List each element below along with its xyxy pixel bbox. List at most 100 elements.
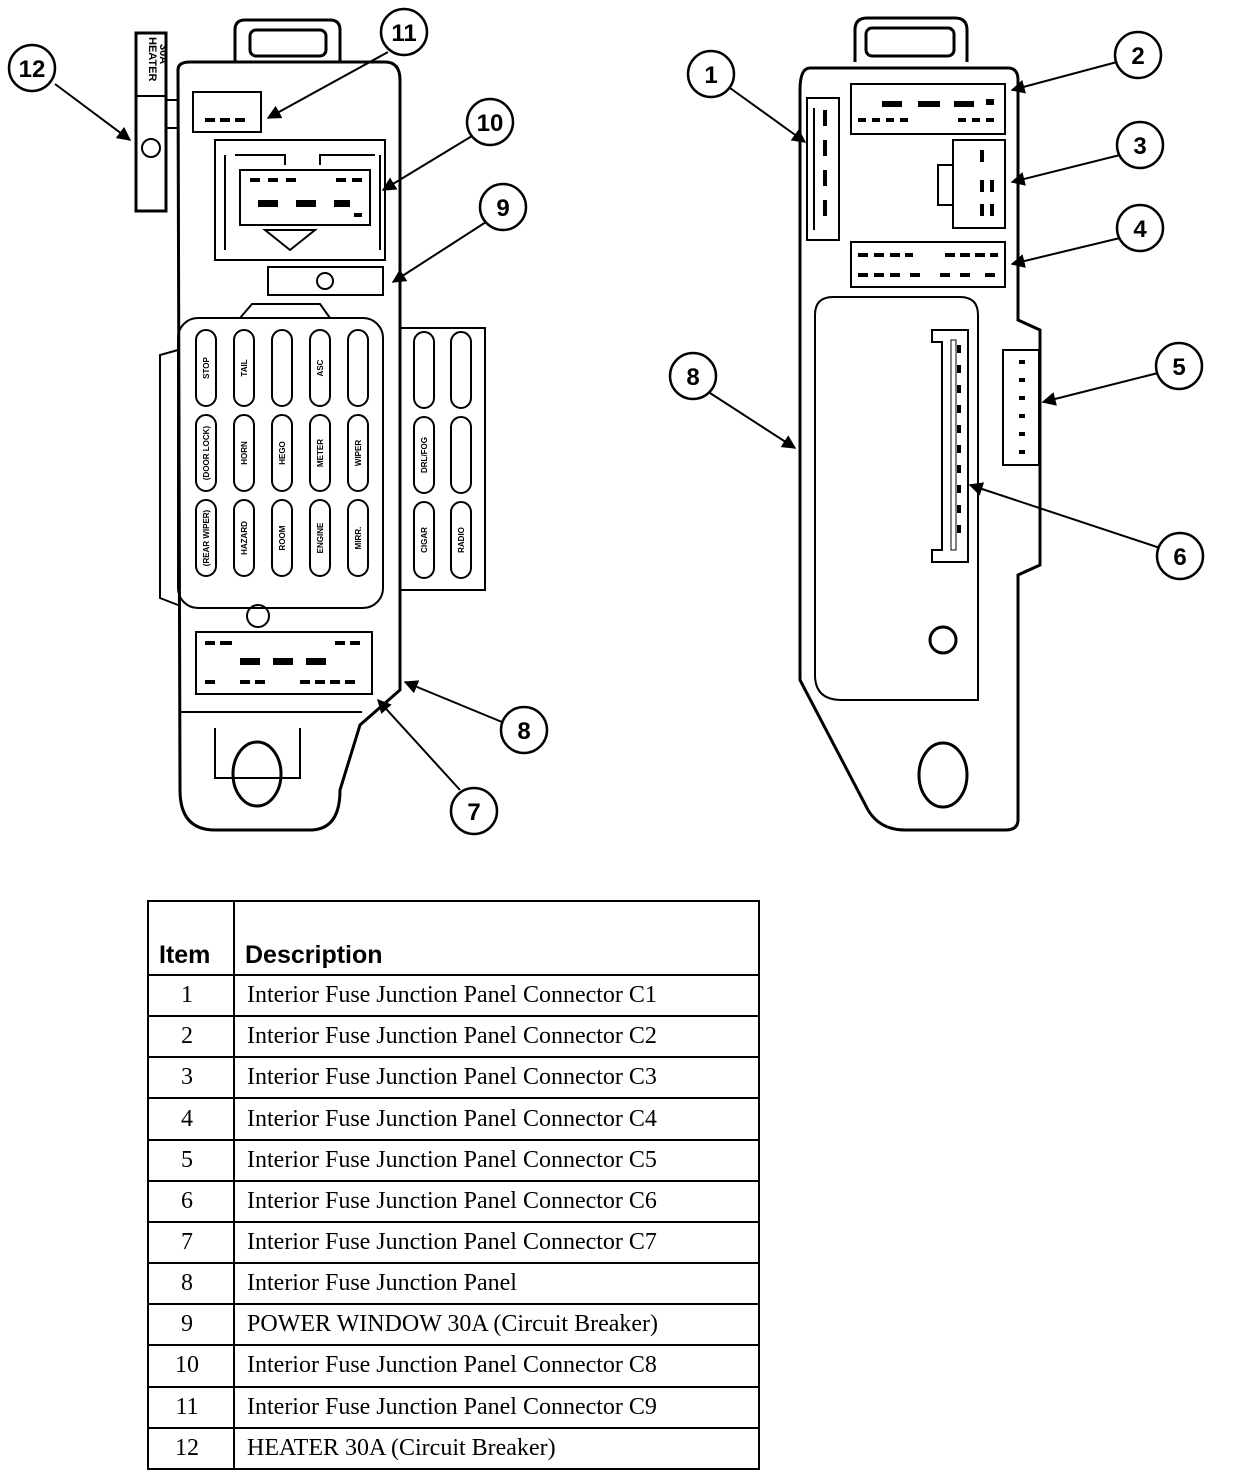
callout-label-1: 1: [704, 62, 717, 89]
fuse-body: [195, 414, 217, 492]
fuse: HEGO: [271, 414, 293, 492]
fuse-label: HEGO: [278, 441, 287, 465]
fuse-block-side: DRL/FOG CIGAR RADIO: [413, 331, 472, 579]
heater-label-line2: 30A: [157, 44, 169, 64]
callout-11: 11: [266, 7, 429, 119]
fuse: RADIO: [450, 501, 472, 579]
legend-item-description: Interior Fuse Junction Panel Connector C…: [233, 1015, 760, 1059]
fuse: HORN: [233, 414, 255, 492]
fuse: ROOM: [271, 499, 293, 577]
legend-item-description: POWER WINDOW 30A (Circuit Breaker): [233, 1303, 760, 1347]
fuse-block-main: STOP TAIL ASC (DOOR LOCK) HORN HEGO METER WIPER…: [195, 329, 369, 577]
legend-item-number: 2: [147, 1015, 235, 1059]
fuse-body: [309, 329, 331, 407]
callout-10: 10: [381, 97, 515, 191]
callout-label-3: 3: [1133, 133, 1146, 160]
fuse: [413, 331, 435, 409]
fuse-body: [450, 416, 472, 494]
legend-item-number: 8: [147, 1262, 235, 1306]
fuse-label: WIPER: [354, 440, 363, 466]
fuse: [271, 329, 293, 407]
fuse: (DOOR LOCK): [195, 414, 217, 492]
front-view-panel: [159, 18, 486, 832]
heater-breaker: HEATER 30A: [134, 31, 178, 213]
fuse: WIPER: [347, 414, 369, 492]
fuse: [347, 329, 369, 407]
fuse: CIGAR: [413, 501, 435, 579]
callout-7: 7: [377, 698, 499, 836]
fuse-panel-diagram: STOP TAIL ASC (DOOR LOCK) HORN HEGO METER WIPER…: [7, 7, 1205, 836]
callout-label-9: 9: [496, 195, 509, 222]
fuse-label: CIGAR: [420, 527, 429, 553]
callout-label-7: 7: [467, 799, 480, 826]
legend-item-number: 5: [147, 1138, 235, 1182]
fuse: (REAR WIPER): [195, 499, 217, 577]
legend-item-description: Interior Fuse Junction Panel Connector C…: [233, 1056, 760, 1100]
callout-label-8-front: 8: [517, 718, 530, 745]
fuse-body: [413, 416, 435, 494]
legend-item-description: Interior Fuse Junction Panel Connector C…: [233, 1179, 760, 1223]
fuse: DRL/FOG: [413, 416, 435, 494]
fuse: [450, 331, 472, 409]
fuse-body: [450, 331, 472, 409]
legend-item-description: Interior Fuse Junction Panel Connector C…: [233, 973, 760, 1018]
fuse-body: [233, 499, 255, 577]
callouts-rear: 1 2 3 4 5 8 6: [668, 30, 1205, 581]
fuse: MIRR.: [347, 499, 369, 577]
callout-label-2: 2: [1131, 43, 1144, 70]
callout-5: 5: [1041, 341, 1204, 406]
callout-label-8-rear: 8: [686, 364, 699, 391]
callout-8-rear: 8: [668, 351, 797, 449]
fuse-body: [195, 329, 217, 407]
legend-item-description: Interior Fuse Junction Panel Connector C…: [233, 1344, 760, 1388]
fuse: HAZARD: [233, 499, 255, 577]
fuse-label: METER: [316, 439, 325, 467]
fuse-body: [271, 499, 293, 577]
fuse-label: HAZARD: [240, 521, 249, 555]
legend-item-number: 11: [147, 1385, 235, 1429]
legend-item-number: 3: [147, 1056, 235, 1100]
fuse-body: [309, 499, 331, 577]
fuse-label: ASC: [316, 359, 325, 376]
fuse-body: [413, 331, 435, 409]
fuse-body: [271, 414, 293, 492]
callout-label-5: 5: [1172, 354, 1185, 381]
heater-label-line1: HEATER: [146, 37, 158, 81]
legend-item-description: HEATER 30A (Circuit Breaker): [233, 1426, 760, 1471]
legend-item-number: 9: [147, 1303, 235, 1347]
legend-item-description: Interior Fuse Junction Panel Connector C…: [233, 1138, 760, 1182]
fuse: STOP: [195, 329, 217, 407]
connector-pins-left: [205, 118, 362, 684]
connector-pins-right: [823, 99, 1025, 551]
fuse-body: [309, 414, 331, 492]
rear-view-panel: [798, 16, 1042, 832]
legend-header-description: Description: [233, 900, 760, 976]
legend-header-row: Item Description: [147, 900, 760, 976]
callout-label-6: 6: [1173, 544, 1186, 571]
callout-12: 12: [7, 43, 132, 141]
legend-item-description: Interior Fuse Junction Panel: [233, 1262, 760, 1306]
callout-8-front: 8: [403, 680, 549, 755]
legend-item-number: 12: [147, 1426, 235, 1471]
legend-item-description: Interior Fuse Junction Panel Connector C…: [233, 1385, 760, 1429]
fuse-body: [347, 499, 369, 577]
fuse-body: [271, 329, 293, 407]
fuse: ASC: [309, 329, 331, 407]
fuse-label: STOP: [202, 357, 211, 379]
callout-label-11: 11: [391, 20, 416, 47]
callout-2: 2: [1010, 30, 1163, 94]
legend-item-number: 10: [147, 1344, 235, 1388]
legend-item-number: 6: [147, 1179, 235, 1223]
fuse-label: TAIL: [240, 359, 249, 376]
